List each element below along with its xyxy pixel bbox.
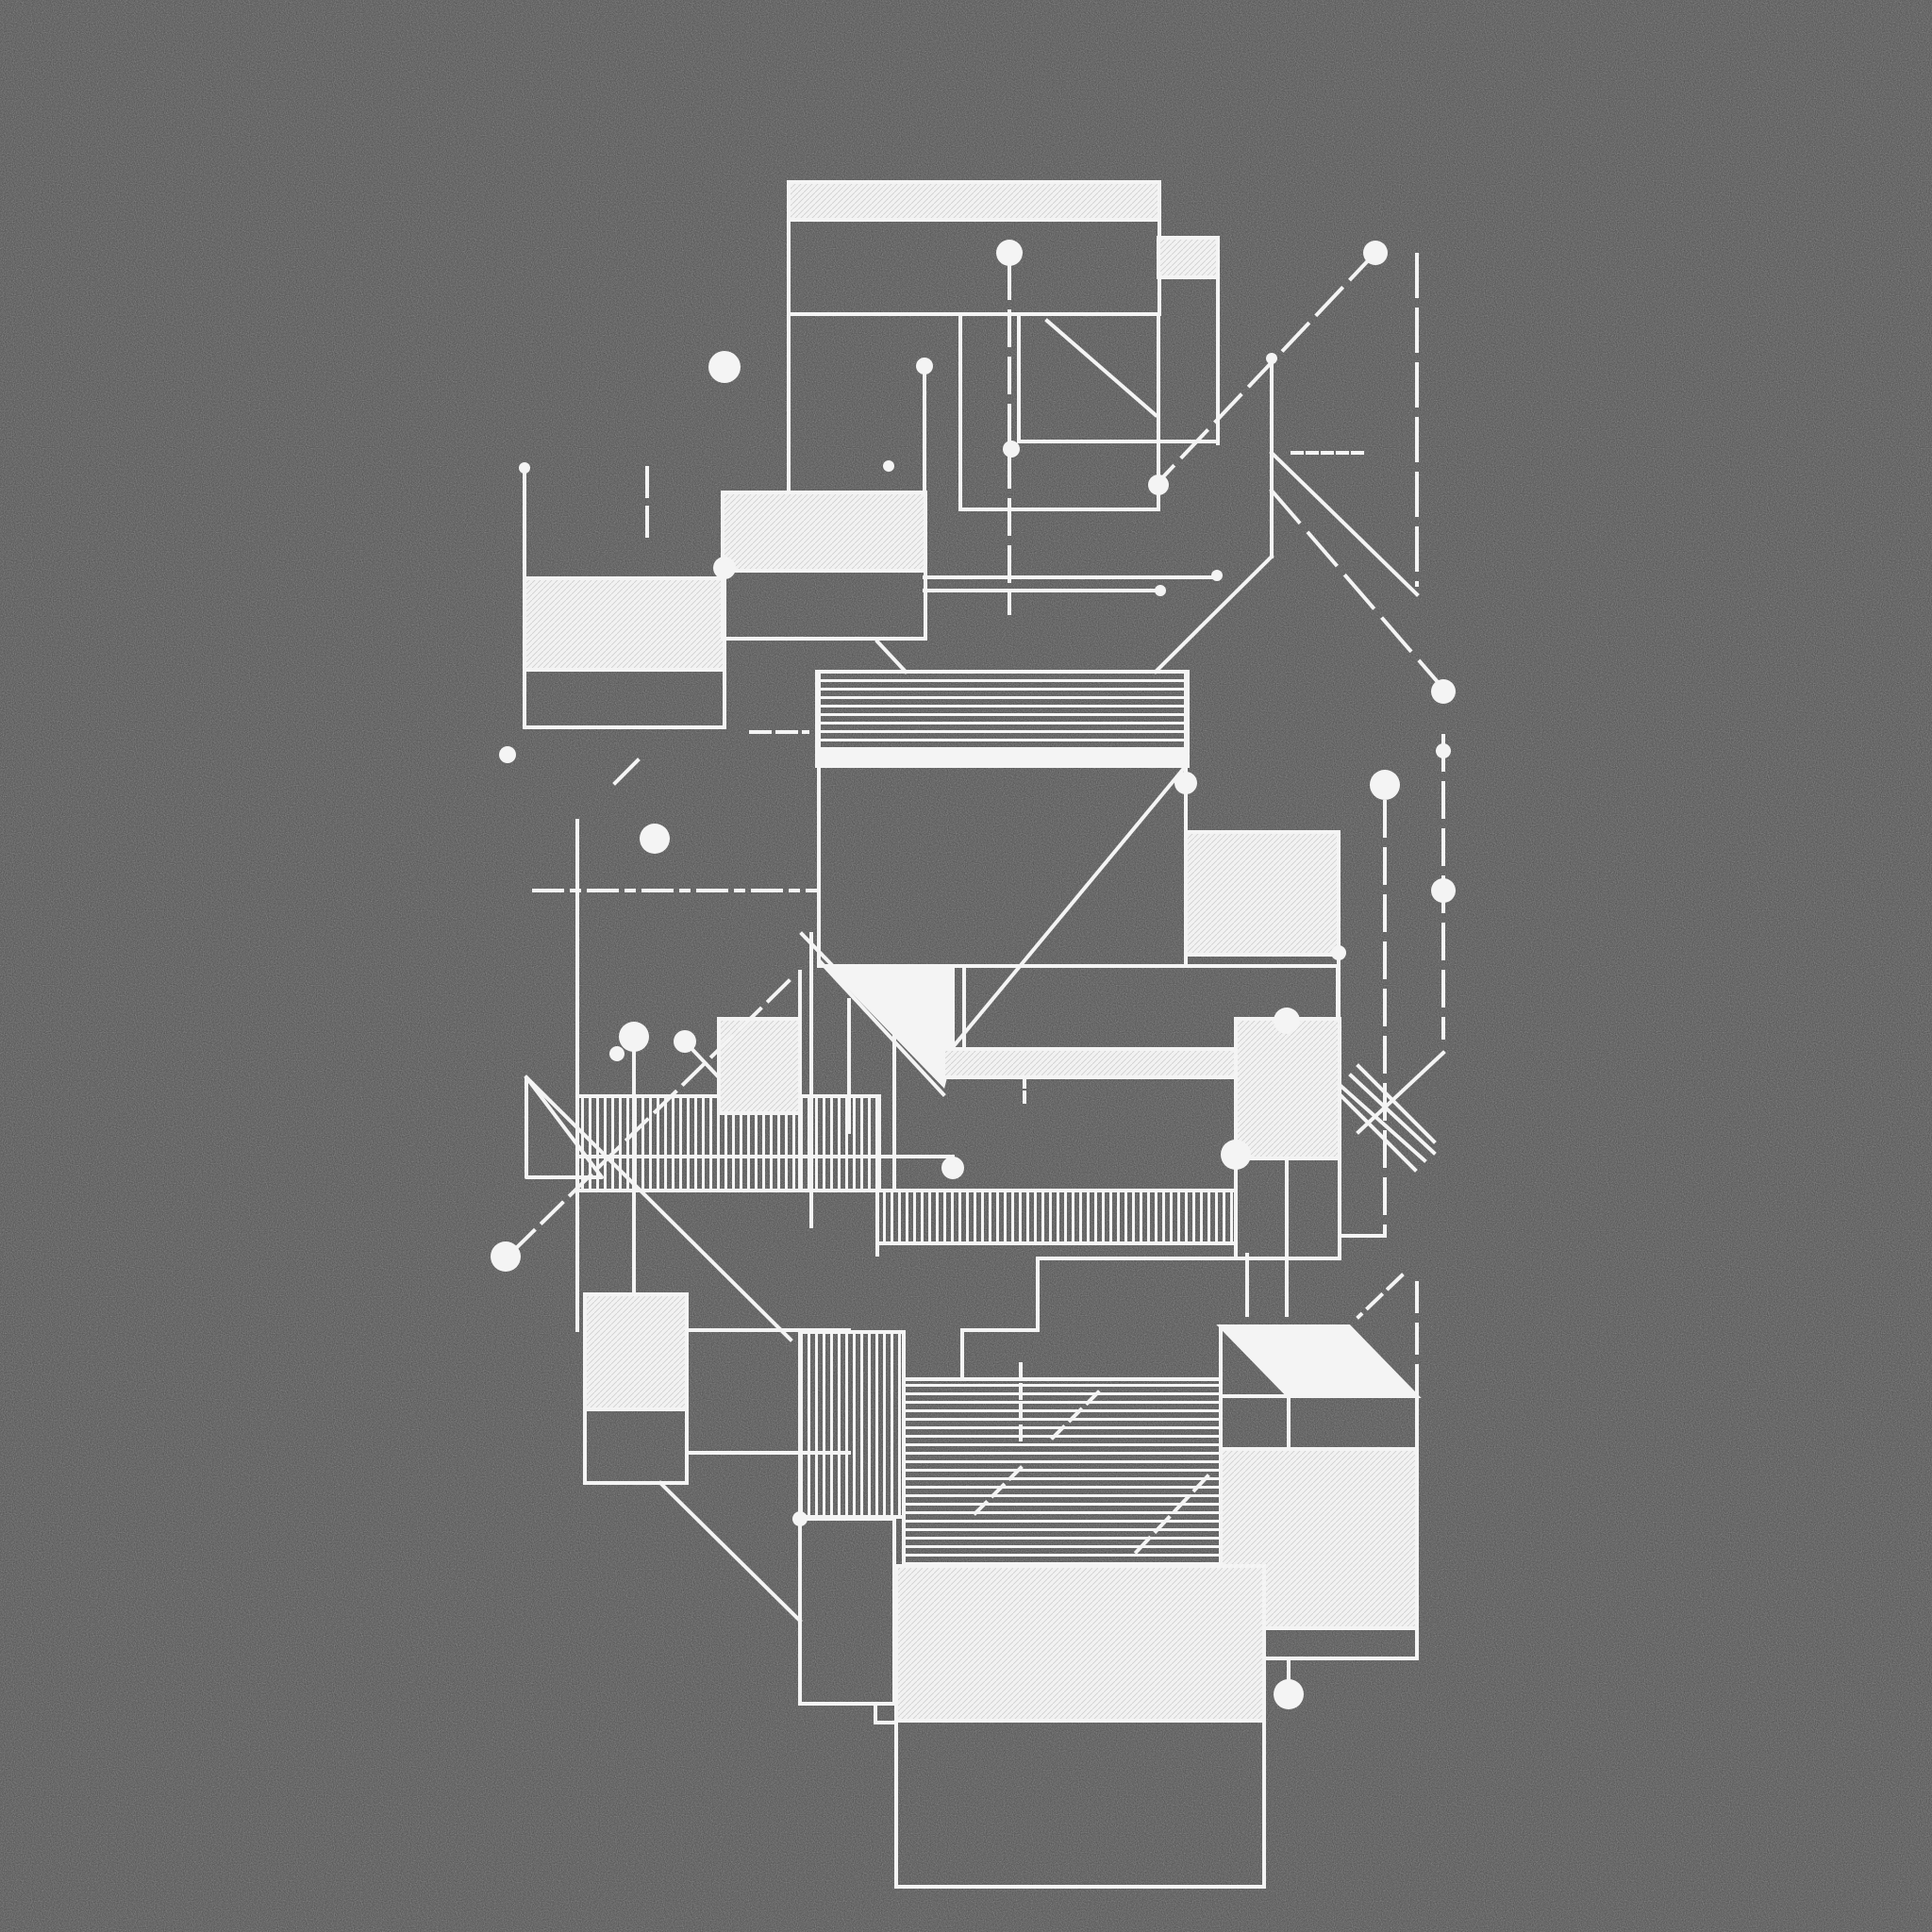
bottom-main-fill xyxy=(894,1564,1266,1723)
center-upper-block-fill xyxy=(721,491,927,573)
left-cluster-node-a xyxy=(619,1022,649,1052)
right-mid-node xyxy=(1331,945,1346,960)
left-upper-block-fill xyxy=(523,576,726,672)
right-hatch-lines xyxy=(1348,1073,1437,1156)
left-triangle xyxy=(525,1075,604,1179)
right-mid-block xyxy=(1184,830,1341,957)
lower-left-frame xyxy=(583,1292,689,1485)
right-hatch-lines-3 xyxy=(1337,1082,1427,1163)
right-tall-node-mid xyxy=(1221,1140,1251,1170)
lower-left-block-fill xyxy=(583,1292,689,1411)
ramp-diagonal-1 xyxy=(799,931,946,1083)
middle-bar-node xyxy=(941,1157,964,1179)
central-right-node xyxy=(1174,772,1197,794)
lower-dashed-diagonal-2 xyxy=(969,1465,1024,1520)
left-cluster-node-c xyxy=(609,1046,625,1061)
right-dashed-node xyxy=(1370,770,1400,800)
right-dashed-diagonal-lower xyxy=(1269,488,1446,691)
left-cluster-diagonal xyxy=(682,1039,720,1078)
mid-left-node xyxy=(640,824,670,854)
top-right-diagonal-node xyxy=(1363,241,1388,265)
center-small-diagonal xyxy=(874,639,908,675)
right-node-small xyxy=(1436,743,1451,758)
right-long-diagonal xyxy=(1269,450,1420,597)
lower-right-frame xyxy=(1219,1394,1419,1660)
left-diagonal-dashed xyxy=(507,978,791,1257)
center-step-fill xyxy=(941,1047,1238,1079)
top-band-fill xyxy=(787,180,1161,222)
middle-striped-bar xyxy=(875,1189,1238,1245)
top-node-mid xyxy=(1003,441,1020,458)
lower-horizontal-stripes xyxy=(902,1377,1223,1566)
floating-node-b xyxy=(883,460,894,472)
ramp-diagonal-2 xyxy=(818,959,946,1097)
rail-node-a xyxy=(713,557,736,579)
lower-right-dashed-diag xyxy=(1356,1273,1405,1320)
rail-node-b xyxy=(1211,570,1223,581)
right-crossing-diagonal xyxy=(1356,1050,1446,1135)
left-triangle-diagonal xyxy=(524,1074,793,1342)
top-inner-diagonal xyxy=(1044,318,1158,418)
central-header-band xyxy=(815,747,1190,768)
mid-diagonal-node xyxy=(1148,475,1169,495)
right-upright-node xyxy=(1266,353,1277,364)
top-stem-node xyxy=(916,358,933,375)
left-small-dash xyxy=(612,758,641,786)
right-node-mid xyxy=(1431,878,1456,903)
top-node-large xyxy=(996,240,1023,266)
left-small-node xyxy=(499,746,516,763)
right-connector-diagonal xyxy=(1153,554,1274,675)
central-diagonal xyxy=(950,763,1189,1050)
top-right-dashed-diagonal xyxy=(1153,250,1378,488)
lower-dashed-diagonal-1 xyxy=(1044,1390,1101,1446)
floating-node-a xyxy=(708,351,741,383)
lower-vertical-stripes xyxy=(798,1330,906,1519)
right-tall-node-top xyxy=(1274,1008,1300,1034)
lower-dashed-diagonal-3 xyxy=(1129,1474,1210,1559)
right-tall-block xyxy=(1234,1017,1341,1160)
lower-left-diagonal xyxy=(658,1480,803,1624)
bottom-main-frame xyxy=(894,1564,1266,1889)
right-hatch-lines-4 xyxy=(1337,1091,1418,1173)
right-hatch-lines-2 xyxy=(1356,1063,1437,1144)
left-upper-frame xyxy=(523,576,726,729)
line-art-group xyxy=(491,180,1456,1889)
right-diagonal-end-node xyxy=(1431,679,1456,704)
left-mid-block xyxy=(717,1017,802,1115)
rail-node-c xyxy=(1155,585,1166,596)
left-upper-stem-node xyxy=(519,462,530,474)
left-bottom-node xyxy=(491,1241,521,1272)
top-side-block xyxy=(1157,236,1220,279)
